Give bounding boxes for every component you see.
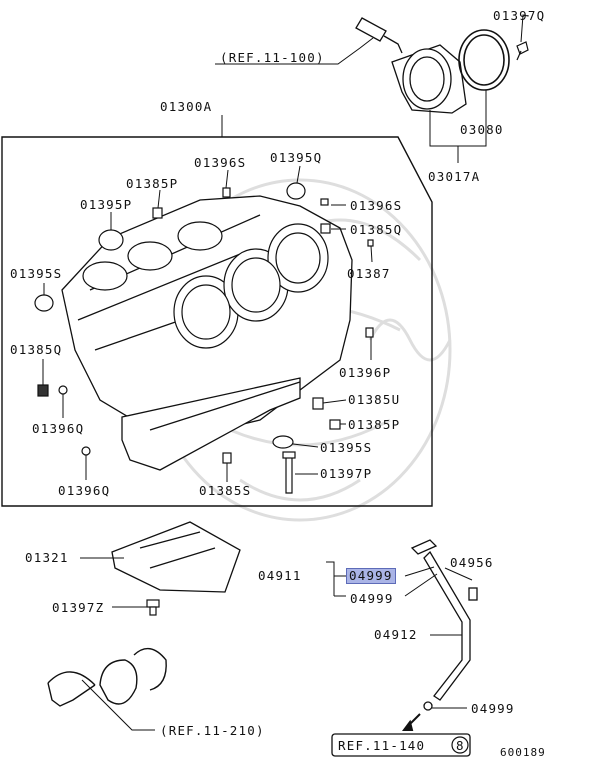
ref-bottom-label[interactable]: (REF.11-210) <box>160 723 265 738</box>
part-label-01395P[interactable]: 01395P <box>80 197 133 212</box>
part-label-04999-c[interactable]: 04999 <box>471 701 515 716</box>
part-label-04956[interactable]: 04956 <box>450 555 494 570</box>
cylinder-bores <box>82 221 329 349</box>
ref-top-label[interactable]: (REF.11-100) <box>220 50 325 65</box>
part-label-04999-highlighted[interactable]: 04999 <box>346 568 396 584</box>
bolt-01397Z <box>146 599 160 616</box>
part-label-03017A[interactable]: 03017A <box>428 169 481 184</box>
part-label-01395Q[interactable]: 01395Q <box>270 150 323 165</box>
part-label-01385Q-a[interactable]: 01385Q <box>350 222 403 237</box>
rear-seal-retainer <box>391 44 467 114</box>
part-label-01387[interactable]: 01387 <box>347 266 391 281</box>
bolt-01397Q <box>516 41 529 61</box>
part-label-01385P-a[interactable]: 01385P <box>126 176 179 191</box>
block-frame <box>1 136 433 507</box>
part-label-01385Q-b[interactable]: 01385Q <box>10 342 63 357</box>
part-label-01397Q[interactable]: 01397Q <box>493 8 546 23</box>
part-label-04911[interactable]: 04911 <box>258 568 302 583</box>
ref-oil-circle-number: 8 <box>456 738 465 753</box>
part-label-01396S-a[interactable]: 01396S <box>194 155 247 170</box>
rear-oil-seal <box>458 29 510 91</box>
part-label-01385P-b[interactable]: 01385P <box>348 417 401 432</box>
part-label-01395S-a[interactable]: 01395S <box>10 266 63 281</box>
part-label-01385U[interactable]: 01385U <box>348 392 401 407</box>
part-label-04999-b[interactable]: 04999 <box>350 591 394 606</box>
part-label-01397P[interactable]: 01397P <box>320 466 373 481</box>
part-label-01385S[interactable]: 01385S <box>199 483 252 498</box>
part-label-01300A[interactable]: 01300A <box>160 99 213 114</box>
part-label-01396P[interactable]: 01396P <box>339 365 392 380</box>
part-label-01396Q-a[interactable]: 01396Q <box>32 421 85 436</box>
part-label-01397Z[interactable]: 01397Z <box>52 600 105 615</box>
block-small-parts <box>34 182 374 494</box>
thrust-washers <box>47 647 167 707</box>
oil-dipstick <box>410 539 478 711</box>
sealant-tube <box>355 17 403 54</box>
diagram-code: 600189 <box>500 746 546 759</box>
baffle-plate <box>111 521 241 593</box>
part-label-03080[interactable]: 03080 <box>460 122 504 137</box>
ref-oil-label[interactable]: REF.11-140 <box>338 738 426 753</box>
part-label-04912[interactable]: 04912 <box>374 627 418 642</box>
part-label-01395S-b[interactable]: 01395S <box>320 440 373 455</box>
arrow-to-ref <box>402 713 421 731</box>
part-label-01396S-b[interactable]: 01396S <box>350 198 403 213</box>
ref-box <box>331 733 471 757</box>
part-label-01321[interactable]: 01321 <box>25 550 69 565</box>
part-label-01396Q-b[interactable]: 01396Q <box>58 483 111 498</box>
